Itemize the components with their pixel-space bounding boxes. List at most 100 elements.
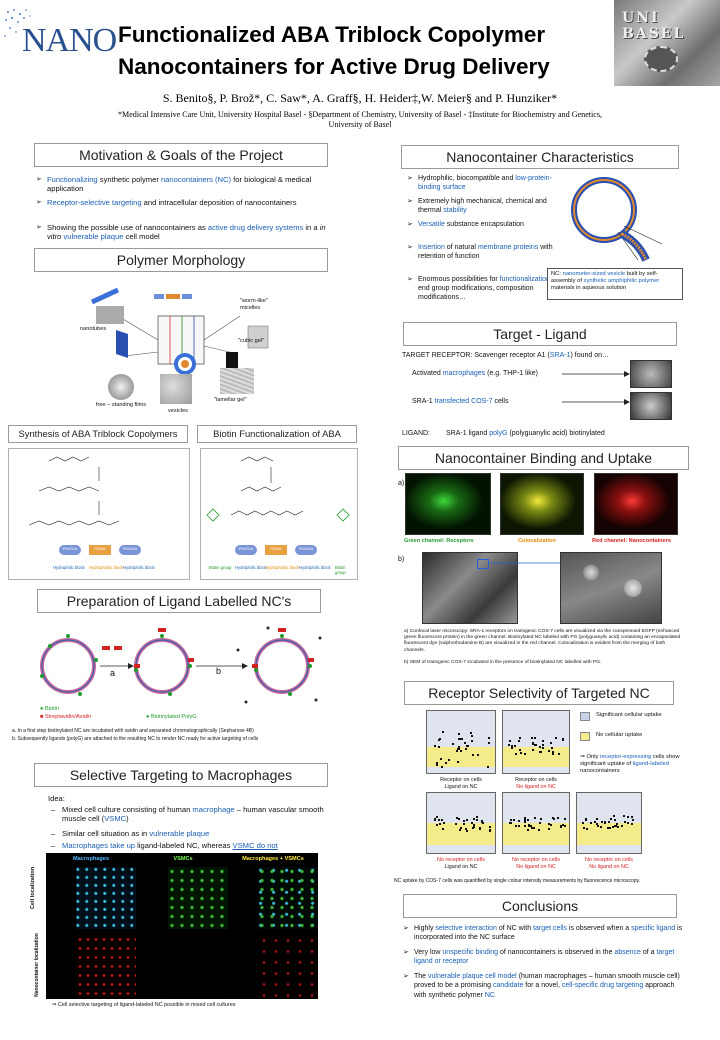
uptake-plot-3 (426, 792, 496, 854)
plot-point (623, 821, 626, 824)
header: NANO Functionalized ABA Triblock Copolym… (0, 0, 720, 135)
plot-point (460, 750, 463, 753)
plot-point (508, 740, 511, 743)
conclusion-3: The vulnerable plaque cell model (human … (403, 972, 684, 1000)
ligand-title: Target - Ligand (403, 322, 677, 346)
plot-point (463, 822, 466, 825)
plot-point (596, 824, 599, 827)
p2-line2: No ligand on NC (516, 783, 556, 790)
plot-point (533, 737, 536, 740)
plot-point (511, 746, 513, 749)
plot-point (532, 741, 535, 744)
plot-point (524, 817, 527, 820)
plot-point (519, 751, 522, 754)
plot-point (626, 821, 629, 824)
plot-point (473, 824, 476, 827)
plot-point (548, 823, 551, 826)
plot-point (585, 827, 588, 830)
plot-point (534, 816, 537, 819)
plot-point (442, 821, 445, 824)
nanocontainer-diagram (562, 172, 682, 268)
plot-point (441, 766, 444, 769)
plot-point (467, 744, 470, 747)
bio-label-1: Biotin group (209, 565, 232, 570)
logo-dots (4, 9, 31, 37)
plot-point (533, 827, 536, 830)
targeting-item-1: Mixed cell culture consisting of human m… (51, 805, 332, 824)
plot-point (457, 738, 460, 741)
plot-point (584, 818, 587, 821)
plot-point (513, 818, 516, 821)
plot-point (471, 740, 474, 743)
char-item-2: Extremely high mechanical, chemical and … (407, 197, 556, 215)
authors: S. Benito§, P. Brož*, C. Saw*, A. Graff§… (162, 91, 558, 105)
plot-point (437, 738, 440, 741)
p4-line1: No receptor on cells (512, 857, 560, 863)
plot-point (630, 823, 633, 826)
plot-point (436, 816, 439, 819)
target-receptor: TARGET RECEPTOR: Scavenger receptor A1 (… (402, 352, 609, 359)
plot-point (532, 742, 535, 745)
plot-point (559, 824, 562, 827)
plot-point (473, 825, 476, 828)
plot-point (435, 764, 438, 767)
syn-label-2: Hydrophobic block (89, 565, 124, 570)
plot-point (550, 742, 553, 745)
plot-point (471, 735, 474, 738)
plot-point (517, 819, 520, 822)
plot-point (481, 822, 484, 825)
biotin-scheme: PMOXA PDMS PMOXA Biotin group Hydrophili… (200, 448, 358, 580)
plot-point (448, 758, 451, 761)
plot-point (632, 819, 635, 822)
plot-point (470, 821, 473, 824)
plot-point (488, 741, 491, 744)
cell-mixed-cells (258, 867, 318, 929)
cos7-sem (630, 392, 672, 420)
plot-point (437, 818, 440, 821)
prep-note-a: a. In a first step biotinylated NC are i… (12, 728, 254, 734)
plot-point (441, 731, 444, 734)
plot-point (604, 822, 607, 825)
plot-point (441, 828, 444, 831)
plot-point (438, 746, 441, 749)
plot-point (456, 817, 459, 820)
label-vesicles: vesicles (168, 408, 188, 414)
plot-point (621, 824, 624, 827)
plot-point (523, 820, 526, 823)
plot-point (541, 739, 544, 742)
step-a-label: a (110, 668, 116, 678)
bio-block-1: PMOXA (238, 546, 254, 551)
preparation-diagram (40, 626, 322, 704)
plot-point (552, 753, 555, 756)
synthesis-title: Synthesis of ABA Triblock Copolymers (8, 425, 188, 443)
plot-point (488, 736, 491, 739)
preparation-figure: a b (20, 620, 350, 720)
plot-point (608, 826, 611, 829)
plot-point (475, 818, 478, 821)
plot-point (452, 742, 455, 745)
motivation-bullet-1: Functionalizing synthetic polymer nanoco… (36, 175, 337, 194)
prep-legend-biotin: ● Biotin (40, 706, 59, 712)
col-macrophages: Macrophages (72, 856, 110, 862)
affiliation-line2: University of Basel (328, 120, 392, 129)
binding-label-b: b) (398, 556, 405, 563)
plot-point (438, 823, 441, 825)
plot-point (472, 818, 475, 820)
p3-line2: Ligand on NC (444, 863, 478, 870)
plot-point (488, 829, 491, 832)
preparation-title: Preparation of Ligand Labelled NC's (37, 589, 321, 613)
plot-point (552, 750, 555, 753)
morphology-figure: nanotubes "worm-like" micelles "cubic ge… (80, 276, 278, 416)
conclusion-1: Highly selective interaction of NC with … (403, 924, 684, 943)
plot-point (540, 817, 543, 820)
uptake-plot-5 (576, 792, 642, 854)
plot-point (458, 732, 461, 735)
plot-point (540, 751, 543, 754)
plot-point (552, 816, 555, 819)
p4-line2: No ligand on NC (516, 863, 556, 870)
macrophage-sem (630, 360, 672, 388)
plot-point (562, 739, 565, 742)
syn-label-1: Hydrophilic block (53, 565, 85, 570)
prep-note-b: b. Subsequently ligands (polyG) are atta… (12, 736, 259, 742)
